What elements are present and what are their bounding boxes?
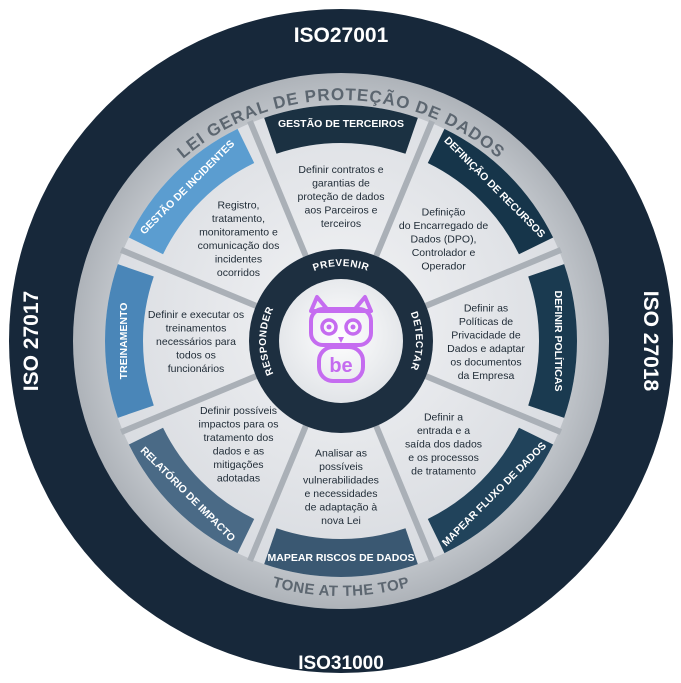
segment-divider bbox=[424, 373, 563, 435]
segment-divider bbox=[119, 247, 258, 309]
standard-iso31000: ISO31000 bbox=[298, 653, 384, 674]
segment-tab bbox=[105, 264, 154, 418]
segment-tab bbox=[128, 427, 255, 554]
segment-divider bbox=[373, 119, 435, 258]
segment-divider bbox=[247, 119, 309, 258]
standard-iso27018: ISO 27018 bbox=[639, 291, 662, 392]
segment-divider bbox=[424, 247, 563, 309]
segment-tab bbox=[427, 128, 554, 255]
logo-text: be bbox=[329, 355, 352, 377]
segment-tab bbox=[264, 528, 418, 577]
segment-tab bbox=[528, 264, 577, 418]
standard-iso27017: ISO 27017 bbox=[20, 291, 43, 391]
segment-divider bbox=[373, 424, 435, 563]
owl-logo-icon: be bbox=[309, 295, 373, 383]
segment-divider bbox=[247, 424, 309, 563]
segment-dividers bbox=[119, 119, 563, 563]
inner-label-prevenir: PREVENIR bbox=[312, 258, 371, 274]
segment-divider bbox=[119, 373, 258, 435]
standard-iso27001: ISO27001 bbox=[294, 24, 389, 47]
segment-title: TREINAMENTO bbox=[118, 303, 130, 380]
inner-label-detectar: DETECTAR bbox=[408, 310, 424, 372]
segment-tab bbox=[128, 128, 255, 255]
segment-tab bbox=[264, 105, 418, 154]
segment-title: GESTÃO DE TERCEIROS bbox=[278, 117, 404, 130]
segment-title: DEFINIR POLÍTICAS bbox=[552, 291, 565, 392]
segment-tab bbox=[427, 427, 554, 554]
segment-title: MAPEAR RISCOS DE DADOS bbox=[267, 552, 414, 564]
